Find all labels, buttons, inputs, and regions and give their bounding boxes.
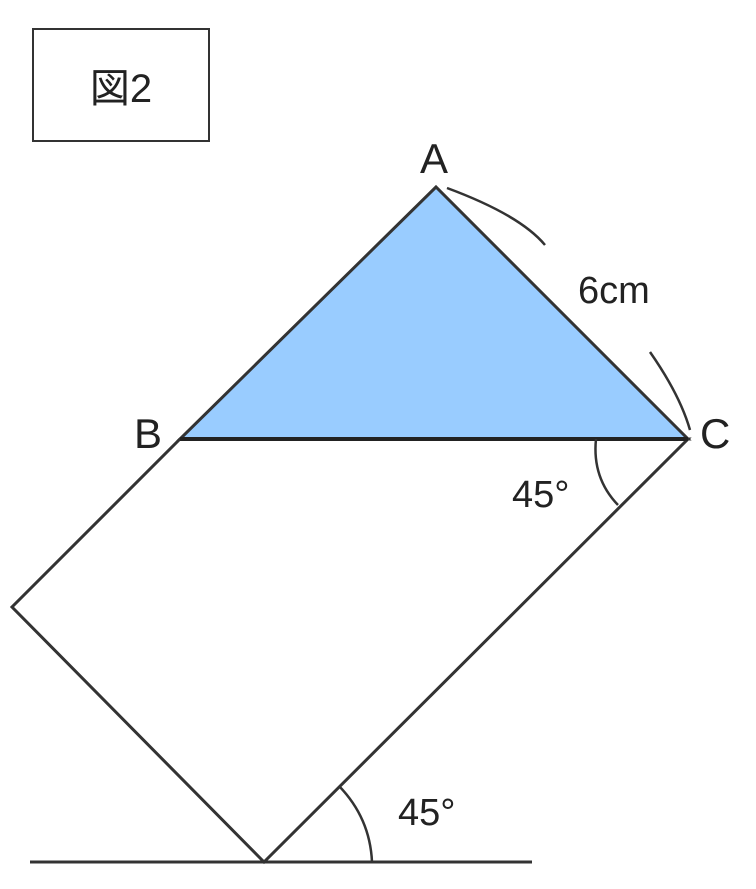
- vertex-label-c: C: [700, 410, 731, 457]
- length-arc-ac: [446, 186, 546, 246]
- side-length-label: 6cm: [578, 270, 650, 312]
- vertex-label-b: B: [134, 410, 163, 457]
- triangle-abc: [176, 184, 692, 441]
- angle-arc-ground: [338, 785, 374, 863]
- angle-label-ground: 45°: [398, 792, 456, 834]
- figure-title-box: 図2: [32, 28, 210, 142]
- angle-label-c: 45°: [512, 474, 570, 516]
- figure-title: 図2: [89, 67, 153, 111]
- angle-arc-c: [594, 438, 619, 506]
- vertex-label-a: A: [420, 135, 449, 182]
- length-arc-ac-lower: [648, 351, 692, 431]
